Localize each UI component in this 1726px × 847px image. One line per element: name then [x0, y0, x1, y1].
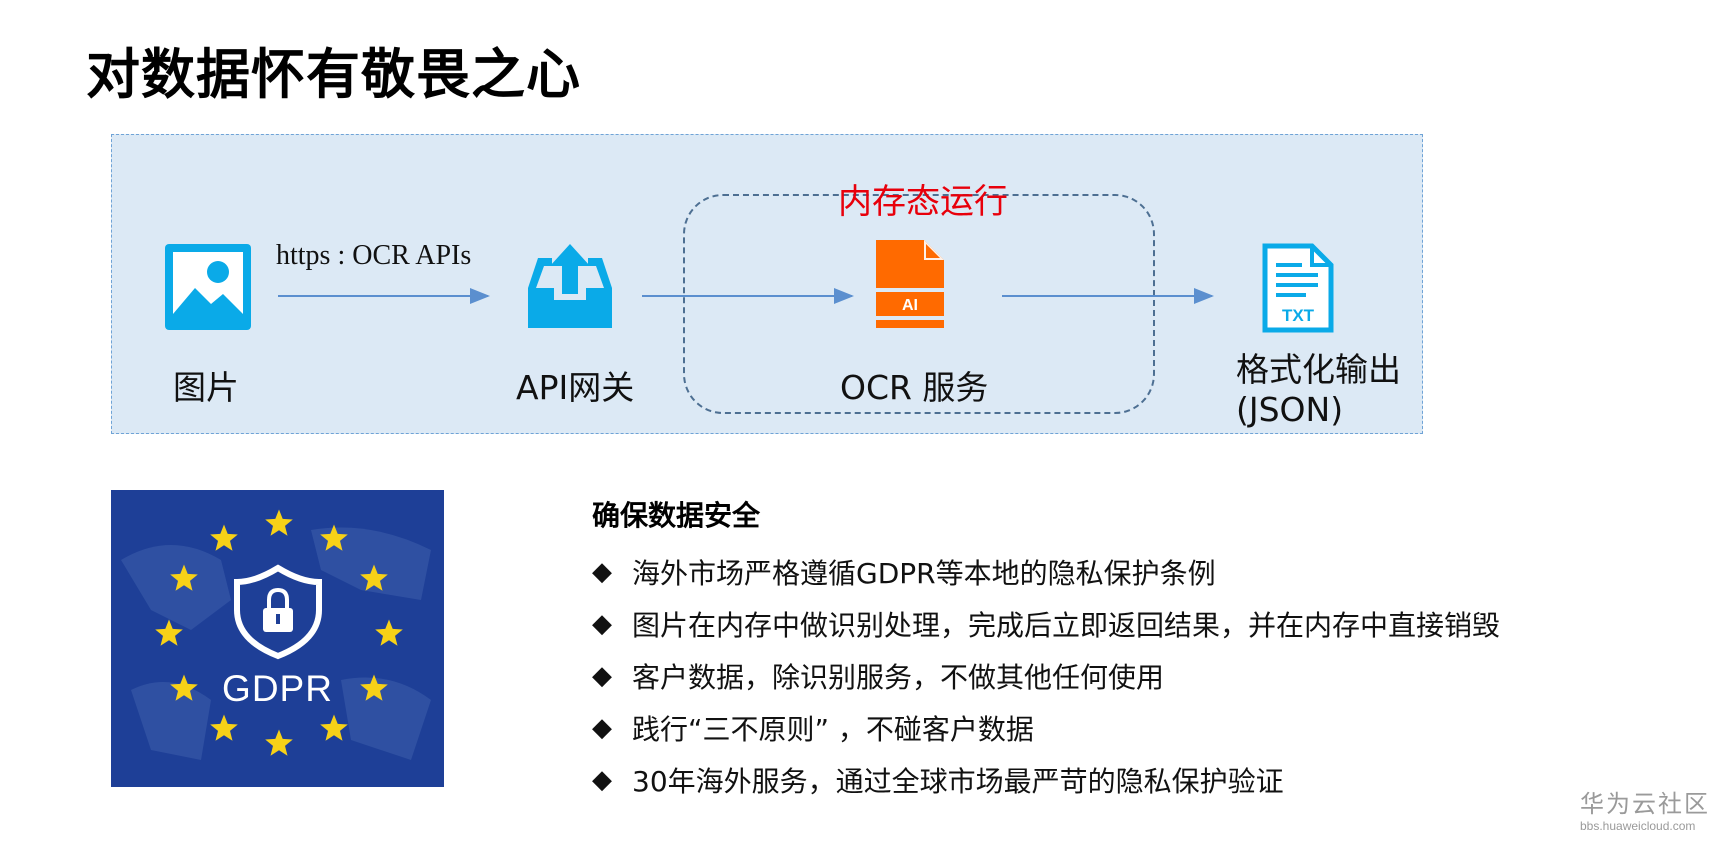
- eu-star-ring: [155, 509, 403, 756]
- image-icon: [165, 244, 251, 330]
- security-heading: 确保数据安全: [592, 499, 761, 532]
- gdpr-text: GDPR: [222, 668, 333, 709]
- flow-diagram-panel: [111, 134, 1423, 434]
- bullet-text: 图片在内存中做识别处理，完成后立即返回结果，并在内存中直接销毁: [632, 609, 1501, 642]
- bullet-text: 客户数据，除识别服务，不做其他任何使用: [632, 661, 1165, 694]
- diamond-bullet-icon: ◆: [592, 713, 612, 743]
- api-gateway-label: API网关: [516, 368, 635, 407]
- star-icon: [210, 524, 238, 551]
- txt-document-icon: TXT: [1262, 243, 1334, 333]
- upload-inbox-icon: [528, 244, 612, 328]
- json-output-label: (JSON): [1236, 390, 1344, 429]
- bullet-text: 践行“三不原则” ，不碰客户数据: [632, 713, 1034, 746]
- star-icon: [265, 509, 293, 536]
- bullet-text: 30年海外服务，通过全球市场最严苛的隐私保护验证: [632, 765, 1284, 798]
- list-item: ◆ 图片在内存中做识别处理，完成后立即返回结果，并在内存中直接销毁: [592, 598, 1500, 650]
- list-item: ◆ 践行“三不原则” ，不碰客户数据: [592, 702, 1500, 754]
- star-icon: [155, 619, 183, 646]
- shield-lock-icon: [234, 564, 322, 660]
- diamond-bullet-icon: ◆: [592, 661, 612, 691]
- star-icon: [375, 619, 403, 646]
- star-icon: [170, 674, 198, 701]
- memory-runtime-label: 内存态运行: [838, 182, 1008, 222]
- bullet-text: 海外市场严格遵循GDPR等本地的隐私保护条例: [632, 557, 1216, 590]
- watermark: 华为云社区 bbs.huaweicloud.com: [1580, 784, 1710, 833]
- diamond-bullet-icon: ◆: [592, 557, 612, 587]
- list-item: ◆ 30年海外服务，通过全球市场最严苛的隐私保护验证: [592, 754, 1500, 806]
- star-icon: [320, 714, 348, 741]
- gdpr-graphic: [121, 509, 431, 760]
- ai-icon-text: AI: [902, 297, 918, 314]
- star-icon: [320, 524, 348, 551]
- list-item: ◆ 海外市场严格遵循GDPR等本地的隐私保护条例: [592, 546, 1500, 598]
- image-node-label: 图片: [173, 368, 239, 407]
- ai-document-icon: AI: [876, 240, 944, 328]
- list-item: ◆ 客户数据，除识别服务，不做其他任何使用: [592, 650, 1500, 702]
- star-icon: [170, 564, 198, 591]
- slide-title: 对数据怀有敬畏之心: [86, 43, 581, 106]
- diamond-bullet-icon: ◆: [592, 609, 612, 639]
- world-map-shading: [121, 527, 431, 760]
- star-icon: [360, 564, 388, 591]
- watermark-url: bbs.huaweicloud.com: [1580, 819, 1696, 833]
- star-icon: [360, 674, 388, 701]
- star-icon: [210, 714, 238, 741]
- security-bullet-list: ◆ 海外市场严格遵循GDPR等本地的隐私保护条例 ◆ 图片在内存中做识别处理，完成后…: [592, 546, 1500, 806]
- memory-runtime-boundary: [683, 194, 1155, 414]
- gdpr-badge-image: GDPR: [111, 490, 444, 787]
- formatted-output-label: 格式化输出: [1236, 350, 1401, 389]
- ocr-service-label: OCR 服务: [840, 368, 989, 407]
- https-api-label: https : OCR APIs: [276, 240, 472, 271]
- diamond-bullet-icon: ◆: [592, 765, 612, 795]
- star-icon: [265, 729, 293, 756]
- txt-icon-text: TXT: [1282, 306, 1315, 325]
- watermark-name: 华为云社区: [1580, 790, 1710, 818]
